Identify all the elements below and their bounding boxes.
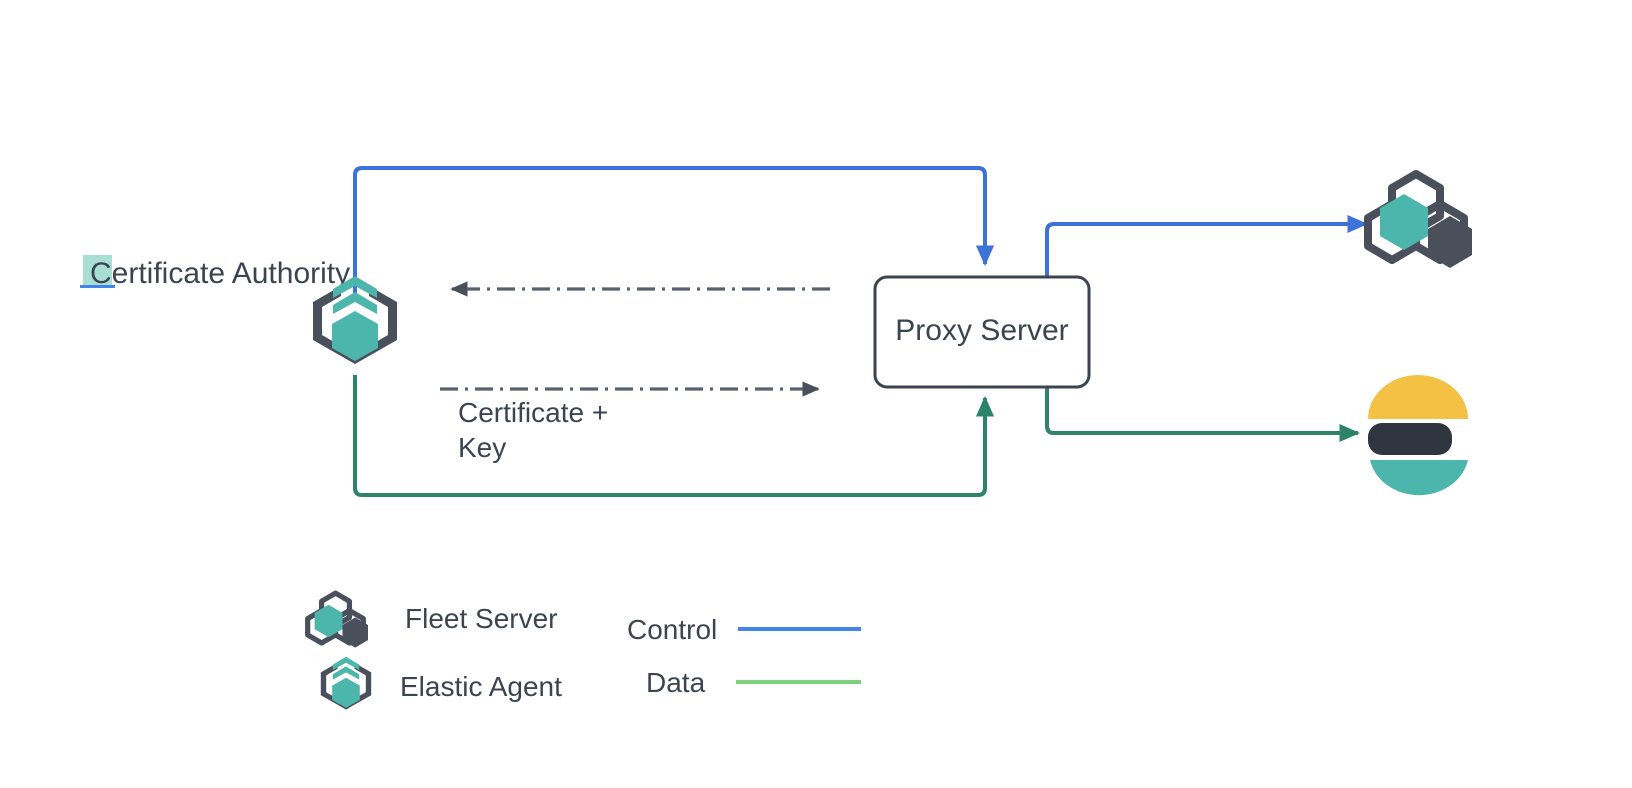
certificate-key-label-line1: Certificate + xyxy=(458,397,608,428)
data-line-proxy-to-elasticsearch xyxy=(1045,385,1361,443)
edge-data-proxy-to-elasticsearch xyxy=(1045,385,1361,443)
edge-control-proxy-to-fleet xyxy=(1045,214,1369,278)
certificate-key-label-line2: Key xyxy=(458,432,506,463)
node-proxy-server[interactable]: Proxy Server xyxy=(873,275,1091,389)
edge-control-ca-to-proxy xyxy=(353,166,995,300)
edge-certificate-key: Certificate + Key xyxy=(440,381,820,463)
proxy-server-label: Proxy Server xyxy=(895,314,1068,347)
node-certificate-authority: Certificate Authority xyxy=(80,255,350,290)
selection-highlight xyxy=(83,255,112,288)
certificate-authority-label: Certificate Authority xyxy=(90,257,350,290)
elastic-agent-icon xyxy=(313,276,397,364)
proxy-server-box[interactable] xyxy=(873,275,1091,389)
legend-elastic-agent-label: Elastic Agent xyxy=(400,671,562,702)
legend-control-label: Control xyxy=(627,614,717,645)
legend-fleet-server-icon xyxy=(305,590,368,648)
edge-data-ca-to-proxy xyxy=(353,375,995,497)
legend-data-label: Data xyxy=(646,667,706,698)
control-line-ca-to-proxy xyxy=(353,166,995,300)
fleet-server-icon xyxy=(1364,170,1472,268)
legend-elastic-agent-icon xyxy=(320,656,372,710)
control-line-proxy-to-fleet xyxy=(1045,214,1369,278)
data-line-ca-to-proxy xyxy=(353,375,995,497)
legend-fleet-server-label: Fleet Server xyxy=(405,603,558,634)
elasticsearch-icon xyxy=(1368,375,1468,496)
selection-underline xyxy=(80,285,115,288)
